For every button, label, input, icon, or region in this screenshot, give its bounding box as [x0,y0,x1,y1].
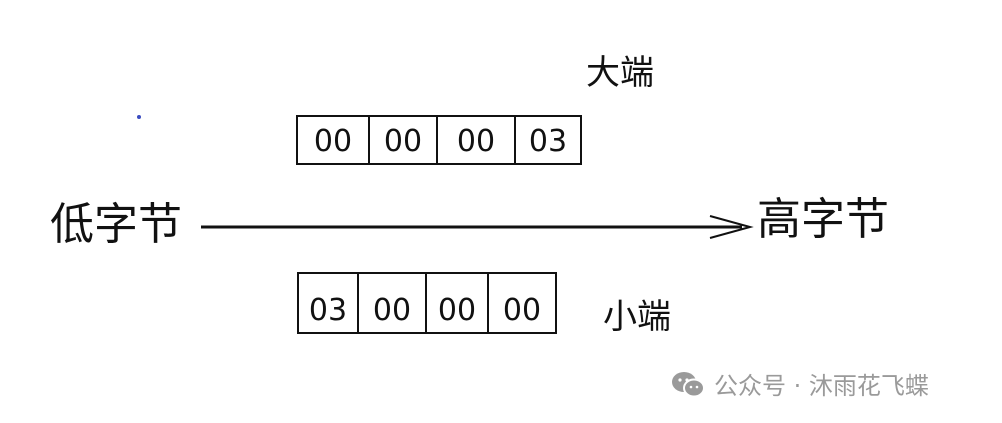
big-endian-byte-3: 03 [514,115,582,165]
big-endian-byte-2: 00 [436,115,516,165]
little-endian-label: 小端 [603,297,671,337]
little-endian-byte-2: 00 [425,272,489,334]
little-endian-byte-0: 03 [297,272,359,334]
little-endian-byte-3: 00 [487,272,557,334]
direction-arrow [201,215,754,239]
wechat-icon [672,371,705,397]
low-byte-label: 低字节 [50,199,182,250]
watermark: 公众号 · 沐雨花飞蝶 [670,366,929,401]
stray-dot [137,115,141,119]
arrow-head [709,215,754,239]
little-endian-byte-row: 03 00 00 00 [297,272,559,334]
big-endian-byte-row: 00 00 00 03 [296,115,584,169]
watermark-text: 公众号 · 沐雨花飞蝶 [714,372,929,400]
high-byte-label: 高字节 [757,194,889,245]
big-endian-byte-0: 00 [296,115,370,165]
big-endian-byte-1: 00 [368,115,438,165]
big-endian-label: 大端 [586,53,654,93]
little-endian-byte-1: 00 [357,272,427,334]
